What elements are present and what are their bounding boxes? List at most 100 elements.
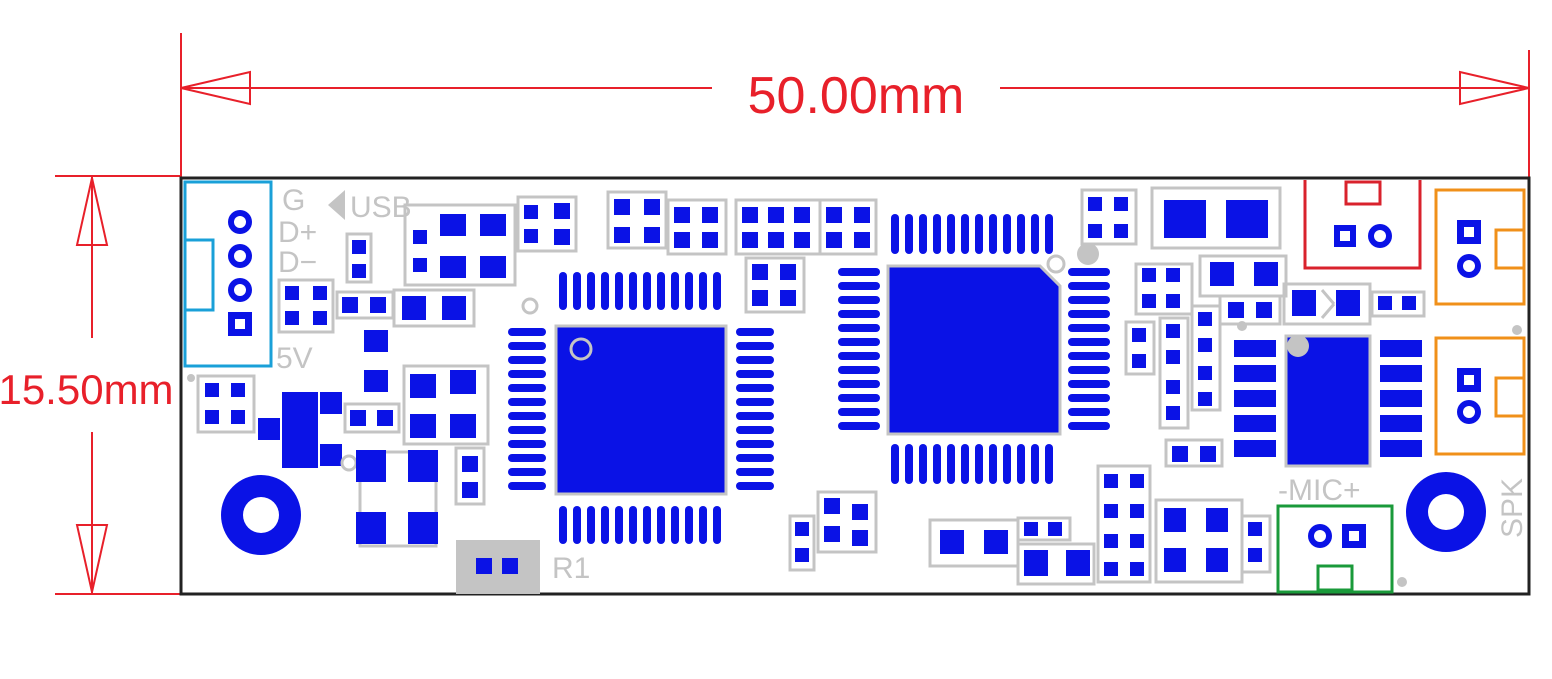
ic-pin xyxy=(838,380,880,388)
pin-label-dminus: D− xyxy=(278,246,317,279)
ic-pin xyxy=(961,214,969,254)
ic-pin xyxy=(1234,440,1276,457)
ic-pin xyxy=(838,324,880,332)
ic-pin xyxy=(1003,214,1011,254)
ic-pin xyxy=(713,506,721,544)
ic-pin xyxy=(1380,390,1422,407)
pin-label-g: G xyxy=(282,184,305,217)
ic-pin xyxy=(1045,214,1053,254)
ic-pin xyxy=(508,454,546,462)
mic-connector: -MIC+ xyxy=(1276,474,1407,594)
ic-pin xyxy=(713,272,721,310)
ic-pin xyxy=(947,444,955,484)
ic-pin xyxy=(838,268,880,276)
triangle-left-icon xyxy=(328,190,345,220)
mic-label: -MIC+ xyxy=(1278,474,1361,507)
ic-pin xyxy=(1068,394,1110,402)
ic-pin xyxy=(1068,352,1110,360)
height-dimension: 15.50mm xyxy=(0,175,260,595)
r1-label: R1 xyxy=(552,552,590,585)
ic-pin xyxy=(838,338,880,346)
arrow-down-icon xyxy=(75,524,109,593)
ic-pin xyxy=(838,366,880,374)
ic-pin xyxy=(838,282,880,290)
ic-pin xyxy=(1380,365,1422,382)
ic-pin xyxy=(919,444,927,484)
right-components xyxy=(1080,186,1426,468)
ic-pin xyxy=(1068,422,1110,430)
ic-pin xyxy=(736,398,774,406)
ic-pin xyxy=(699,272,707,310)
power-label: 5V xyxy=(276,342,313,375)
chip-codec-right xyxy=(838,214,1110,484)
ic-pin xyxy=(601,506,609,544)
ic-pin xyxy=(1068,324,1110,332)
red-connector xyxy=(1303,180,1422,270)
ic-pin xyxy=(1380,440,1422,457)
ic-pin xyxy=(1068,338,1110,346)
ic-pin xyxy=(1068,408,1110,416)
ic-pin xyxy=(508,440,546,448)
ic-pin xyxy=(615,506,623,544)
ic-pin xyxy=(587,506,595,544)
ic-pin xyxy=(1045,444,1053,484)
speaker-connector-top xyxy=(1434,188,1526,306)
usb-label: USB xyxy=(350,191,412,224)
ic-pin xyxy=(1068,310,1110,318)
ic-pin xyxy=(1003,444,1011,484)
ic-pin xyxy=(508,398,546,406)
ic-pin xyxy=(1234,390,1276,407)
ic-pin xyxy=(508,426,546,434)
ic-pin xyxy=(736,412,774,420)
ic-pin xyxy=(838,352,880,360)
ic-pin xyxy=(905,444,913,484)
resistor-array-top xyxy=(606,190,878,314)
ic-pin xyxy=(643,506,651,544)
ic-pin xyxy=(736,328,774,336)
ic-pin xyxy=(838,310,880,318)
ic-pin xyxy=(736,384,774,392)
ic-pin xyxy=(573,506,581,544)
ic-pin xyxy=(1068,366,1110,374)
ic-pin xyxy=(508,384,546,392)
height-label: 15.50mm xyxy=(0,366,174,413)
width-dimension: 50.00mm xyxy=(180,33,1530,178)
ic-pin xyxy=(643,272,651,310)
speaker-connector-bottom xyxy=(1434,325,1526,456)
ic-pin xyxy=(657,272,665,310)
ic-pin xyxy=(657,506,665,544)
ic-pin xyxy=(1017,444,1025,484)
ic-pin xyxy=(838,422,880,430)
ic-pin xyxy=(736,342,774,350)
ic-pin xyxy=(891,444,899,484)
usb-connector xyxy=(183,180,273,368)
ic-pin xyxy=(989,444,997,484)
ic-pin xyxy=(933,444,941,484)
bottom-middle-components xyxy=(788,464,1272,586)
ic-pin xyxy=(919,214,927,254)
arrow-left-icon xyxy=(180,70,251,106)
ic-pin xyxy=(1068,380,1110,388)
arrow-right-icon xyxy=(1459,70,1530,106)
speaker-label: SPK xyxy=(1496,478,1529,538)
ic-pin xyxy=(1380,340,1422,357)
ic-pin xyxy=(629,506,637,544)
ic-pin xyxy=(573,272,581,310)
ic-pin xyxy=(975,444,983,484)
ic-pin xyxy=(508,370,546,378)
ic-pin xyxy=(559,506,567,544)
ic-pin xyxy=(1234,365,1276,382)
ic-pin xyxy=(508,328,546,336)
ic-pin xyxy=(671,506,679,544)
ic-pin xyxy=(838,394,880,402)
ic-pin xyxy=(1234,415,1276,432)
ic-pin xyxy=(838,296,880,304)
ic-pin xyxy=(838,408,880,416)
ic-pin xyxy=(1031,444,1039,484)
ic-pin xyxy=(905,214,913,254)
ic-pin xyxy=(1017,214,1025,254)
ic-pin xyxy=(508,482,546,490)
ic-pin xyxy=(508,468,546,476)
ic-pin xyxy=(891,214,899,254)
